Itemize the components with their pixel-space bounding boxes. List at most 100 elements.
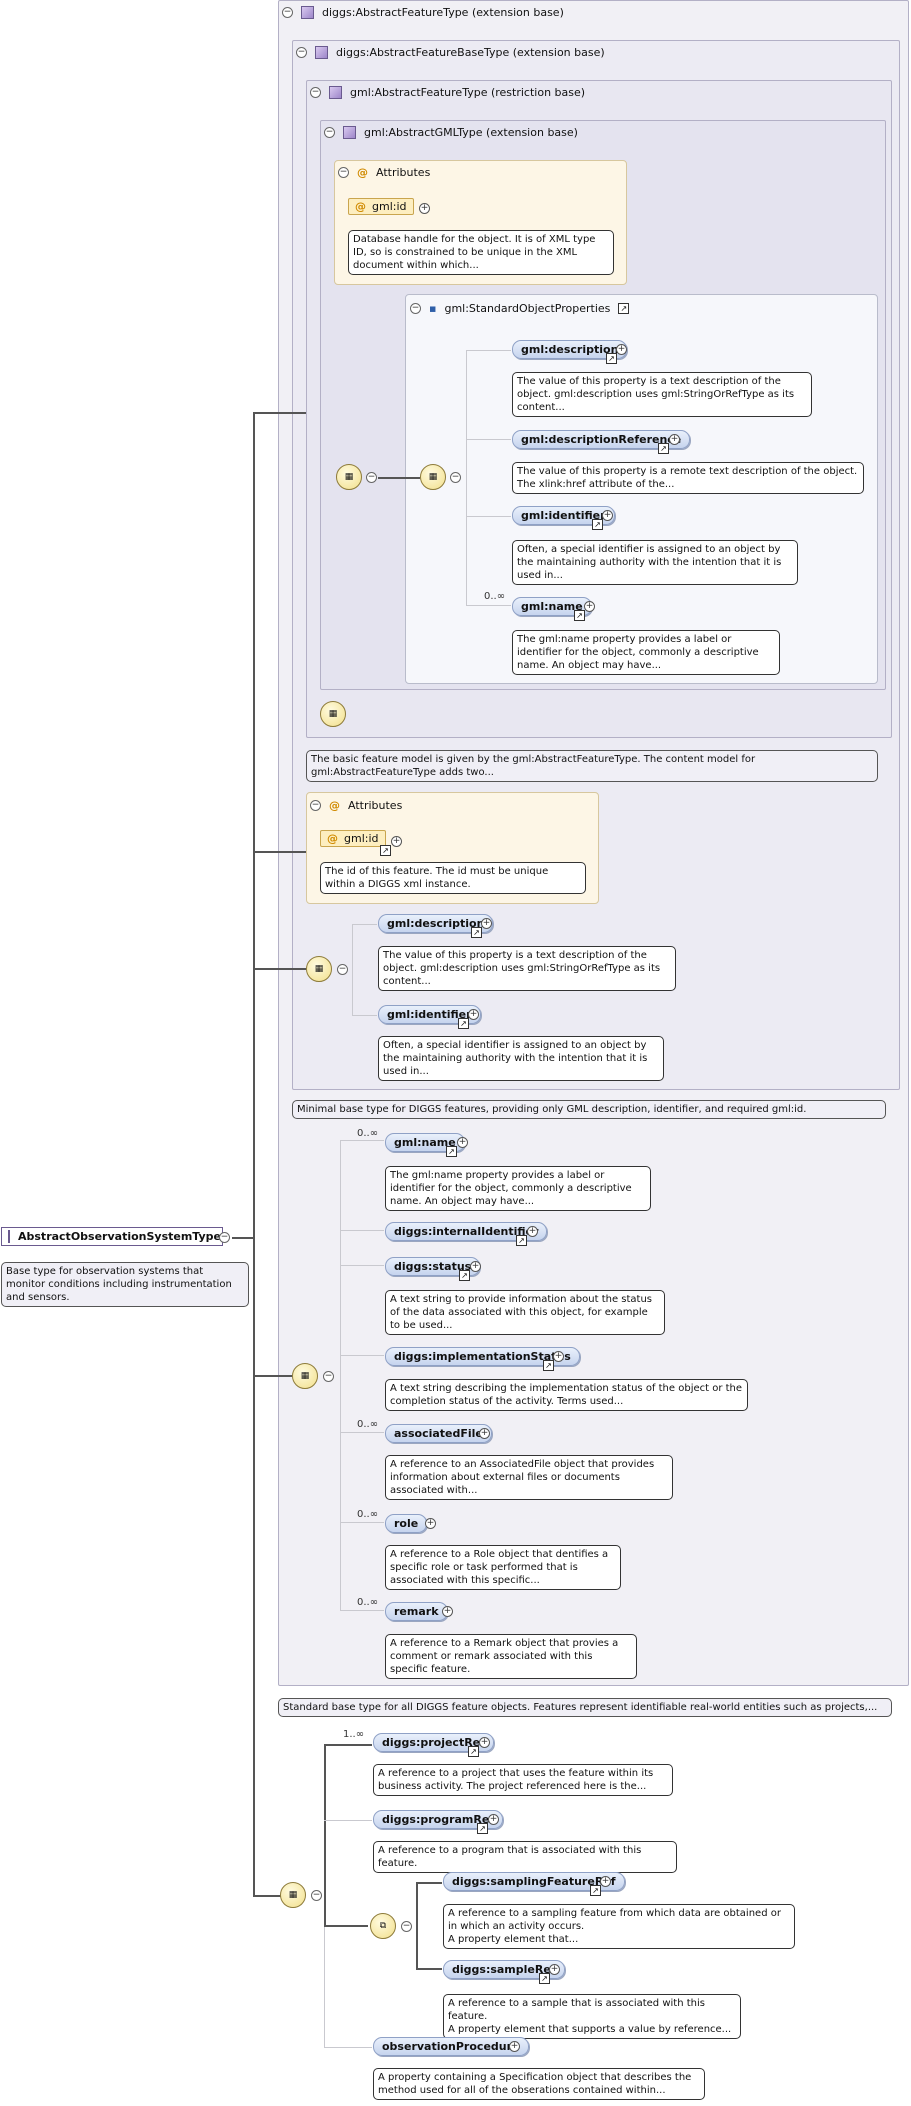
collapse-toggle[interactable]: − xyxy=(282,7,293,18)
element-observation-procedure[interactable]: observationProcedure xyxy=(373,2037,529,2056)
link-icon[interactable]: ↗ xyxy=(658,443,669,454)
expand-icon[interactable]: + xyxy=(457,1137,468,1148)
element-project-ref[interactable]: diggs:projectRef xyxy=(373,1733,494,1752)
element-gml-name-2[interactable]: gml:name xyxy=(385,1133,465,1152)
connector xyxy=(340,1230,384,1231)
expand-icon[interactable]: + xyxy=(481,918,492,929)
element-gml-description-reference[interactable]: gml:descriptionReference xyxy=(512,430,691,449)
choice-compositor-icon[interactable]: ⧉ xyxy=(370,1913,396,1939)
element-internal-identifier[interactable]: diggs:internalIdentifier xyxy=(385,1222,548,1241)
connector xyxy=(324,1744,372,1746)
occurrence-label: 0..∞ xyxy=(357,1597,379,1608)
connector xyxy=(253,412,306,414)
element-gml-identifier-2[interactable]: gml:identifier xyxy=(378,1005,481,1024)
collapse-toggle[interactable]: − xyxy=(311,1890,322,1901)
link-icon[interactable]: ↗ xyxy=(458,1018,469,1029)
connector xyxy=(466,350,511,351)
element-gml-name[interactable]: gml:name xyxy=(512,597,592,616)
element-remark[interactable]: remark xyxy=(385,1602,448,1621)
sequence-compositor-icon[interactable]: ▦ xyxy=(336,464,362,490)
element-status[interactable]: diggs:status xyxy=(385,1257,481,1276)
element-doc: A reference to a Role object that dentif… xyxy=(385,1545,621,1590)
element-program-ref[interactable]: diggs:programRef xyxy=(373,1810,504,1829)
attribute-gml-id-2[interactable]: @ gml:id xyxy=(320,830,386,847)
link-icon[interactable]: ↗ xyxy=(516,1235,527,1246)
collapse-toggle[interactable]: − xyxy=(310,87,321,98)
complex-type-icon xyxy=(329,86,342,99)
element-sample-ref[interactable]: diggs:sampleRef xyxy=(443,1960,565,1979)
collapse-toggle[interactable]: − xyxy=(324,127,335,138)
connector xyxy=(340,1140,341,1610)
expand-icon[interactable]: + xyxy=(479,1737,490,1748)
element-implementation-status[interactable]: diggs:implementationStatus xyxy=(385,1347,580,1366)
expand-icon[interactable]: + xyxy=(391,836,402,847)
expand-icon[interactable]: + xyxy=(470,1261,481,1272)
expand-icon[interactable]: + xyxy=(602,510,613,521)
sequence-compositor-icon[interactable]: ▦ xyxy=(420,464,446,490)
link-icon[interactable]: ↗ xyxy=(380,845,391,856)
sequence-compositor-icon[interactable]: ▦ xyxy=(320,701,346,727)
expand-icon[interactable]: + xyxy=(549,1964,560,1975)
expand-icon[interactable]: + xyxy=(527,1226,538,1237)
link-icon[interactable]: ↗ xyxy=(471,927,482,938)
expand-icon[interactable]: + xyxy=(488,1814,499,1825)
element-doc: The gml:name property provides a label o… xyxy=(385,1166,651,1211)
expand-icon[interactable]: + xyxy=(468,1009,479,1020)
collapse-toggle[interactable]: − xyxy=(450,472,461,483)
link-icon[interactable]: ↗ xyxy=(618,303,630,314)
link-icon[interactable]: ↗ xyxy=(590,1885,601,1896)
link-icon[interactable]: ↗ xyxy=(543,1360,554,1371)
root-type[interactable]: AbstractObservationSystemType xyxy=(1,1227,223,1246)
element-doc: A reference to a program that is associa… xyxy=(373,1841,677,1873)
element-role[interactable]: role xyxy=(385,1514,428,1533)
link-icon[interactable]: ↗ xyxy=(477,1823,488,1834)
occurrence-label: 0..∞ xyxy=(357,1509,379,1520)
link-icon[interactable]: ↗ xyxy=(574,610,585,621)
link-icon[interactable]: ↗ xyxy=(539,1973,550,1984)
sequence-compositor-icon[interactable]: ▦ xyxy=(280,1882,306,1908)
attribute-gml-id-1[interactable]: @ gml:id xyxy=(348,198,414,215)
connector xyxy=(466,516,511,517)
expand-icon[interactable]: + xyxy=(419,203,430,214)
collapse-toggle[interactable]: − xyxy=(366,472,377,483)
link-icon[interactable]: ↗ xyxy=(446,1146,457,1157)
connector xyxy=(352,924,353,1016)
expand-icon[interactable]: + xyxy=(442,1606,453,1617)
collapse-toggle[interactable]: − xyxy=(338,167,349,178)
collapse-toggle[interactable]: − xyxy=(296,47,307,58)
sequence-compositor-icon[interactable]: ▦ xyxy=(306,956,332,982)
element-gml-identifier[interactable]: gml:identifier xyxy=(512,506,615,525)
collapse-toggle[interactable]: − xyxy=(323,1371,334,1382)
connector xyxy=(253,1375,292,1377)
link-icon[interactable]: ↗ xyxy=(468,1746,479,1757)
element-gml-description-2[interactable]: gml:description xyxy=(378,914,494,933)
element-doc: A reference to a project that uses the f… xyxy=(373,1764,673,1796)
connector xyxy=(416,1882,442,1884)
attributes-title-2: − @ Attributes xyxy=(310,799,403,812)
link-icon[interactable]: ↗ xyxy=(592,519,603,530)
connector xyxy=(324,2047,372,2048)
feature-base-type-doc: Minimal base type for DIGGS features, pr… xyxy=(292,1100,886,1119)
expand-icon[interactable]: + xyxy=(616,344,627,355)
sequence-compositor-icon[interactable]: ▦ xyxy=(292,1363,318,1389)
element-associated-file[interactable]: associatedFile xyxy=(385,1424,492,1443)
expand-icon[interactable]: + xyxy=(553,1351,564,1362)
expand-icon[interactable]: + xyxy=(425,1518,436,1529)
link-icon[interactable]: ↗ xyxy=(606,353,617,364)
expand-icon[interactable]: + xyxy=(479,1428,490,1439)
collapse-toggle[interactable]: − xyxy=(310,800,321,811)
element-gml-description[interactable]: gml:description xyxy=(512,340,628,359)
collapse-toggle[interactable]: − xyxy=(219,1232,230,1243)
expand-icon[interactable]: + xyxy=(509,2041,520,2052)
expand-icon[interactable]: + xyxy=(600,1876,611,1887)
link-icon[interactable]: ↗ xyxy=(459,1270,470,1281)
collapse-toggle[interactable]: − xyxy=(337,964,348,975)
expand-icon[interactable]: + xyxy=(584,601,595,612)
element-sampling-feature-ref[interactable]: diggs:samplingFeatureRef xyxy=(443,1872,625,1891)
attribute-doc-1: Database handle for the object. It is of… xyxy=(348,230,614,275)
expand-icon[interactable]: + xyxy=(669,434,680,445)
collapse-toggle[interactable]: − xyxy=(410,303,421,314)
collapse-toggle[interactable]: − xyxy=(401,1921,412,1932)
attribute-icon: @ xyxy=(327,832,338,845)
connector xyxy=(340,1522,384,1523)
